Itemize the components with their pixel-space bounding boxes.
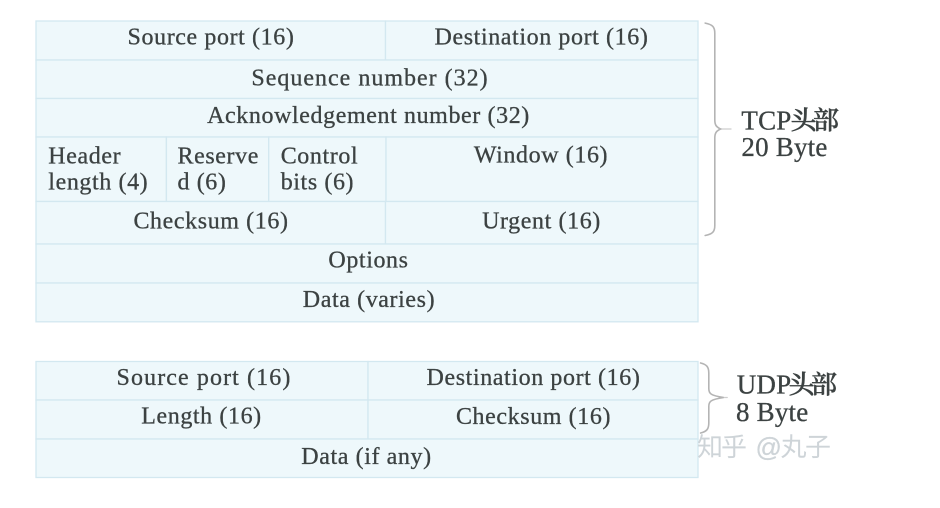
svg-text:UDP: UDP: [737, 370, 792, 400]
svg-text:Sequence number (32): Sequence number (32): [251, 66, 488, 92]
svg-text:Checksum (16): Checksum (16): [456, 404, 611, 430]
svg-text:@: @: [756, 432, 782, 462]
svg-text:Destination port (16): Destination port (16): [435, 24, 649, 50]
svg-text:Length (16): Length (16): [141, 404, 262, 430]
svg-text:bits (6): bits (6): [281, 169, 354, 195]
svg-text:TCP: TCP: [741, 105, 791, 135]
svg-text:Data (varies): Data (varies): [303, 287, 435, 313]
svg-text:Destination port (16): Destination port (16): [427, 365, 641, 391]
svg-text:Urgent (16): Urgent (16): [482, 208, 601, 234]
svg-text:length (4): length (4): [48, 169, 148, 195]
svg-text:Reserve: Reserve: [178, 143, 260, 169]
svg-text:Source port (16): Source port (16): [128, 24, 295, 50]
svg-text:Header: Header: [48, 143, 121, 169]
svg-text:Source port (16): Source port (16): [117, 365, 292, 391]
svg-text:20 Byte: 20 Byte: [741, 132, 827, 162]
svg-text:Window (16): Window (16): [474, 143, 608, 169]
svg-text:Acknowledgement number (32): Acknowledgement number (32): [207, 103, 530, 129]
svg-text:Control: Control: [281, 143, 359, 169]
svg-text:Data (if any): Data (if any): [301, 444, 431, 470]
svg-text:8 Byte: 8 Byte: [736, 397, 808, 427]
svg-text:d (6): d (6): [178, 169, 227, 195]
svg-text:Checksum (16): Checksum (16): [133, 208, 288, 234]
svg-text:Options: Options: [328, 248, 408, 274]
